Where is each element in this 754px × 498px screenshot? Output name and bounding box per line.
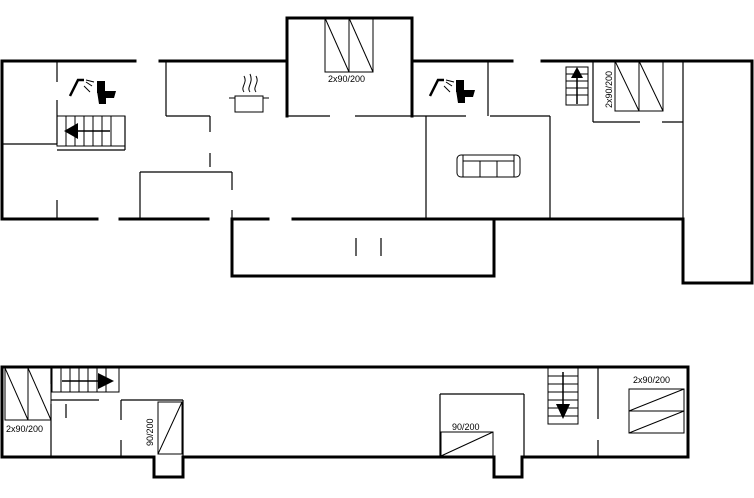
stair-right-arrow-icon: [62, 373, 114, 389]
first-floor-plan: 2x90/200 90/200 90/200: [0, 365, 690, 479]
double-bed-icon: [324, 17, 374, 73]
double-bed-icon: [4, 367, 52, 421]
bed-label: 2x90/200: [6, 424, 43, 434]
single-bed-icon: [157, 401, 183, 455]
bed-label: 2x90/200: [633, 375, 670, 385]
first-floor-outer-walls: [0, 365, 690, 479]
toilet-icon: [97, 81, 116, 104]
stairs: [51, 367, 120, 393]
bed-label: 2x90/200: [328, 74, 365, 84]
single-bed-icon: [440, 431, 494, 457]
bed-label: 2x90/200: [604, 71, 614, 108]
stair-up-arrow-icon: [571, 67, 583, 104]
bed-label: 90/200: [145, 418, 155, 446]
sofa-icon: [456, 154, 521, 178]
double-bed-icon: [614, 60, 664, 112]
toilet-icon: [456, 80, 475, 103]
shower-icon: [68, 78, 95, 97]
first-floor-interior-walls: [50, 367, 599, 457]
double-bed-icon: [628, 388, 685, 434]
shower-icon: [428, 78, 455, 97]
stair-down-arrow-icon: [64, 123, 110, 139]
ground-floor-plan: 2x90/200 2x90/200: [0, 16, 754, 285]
bed-label: 90/200: [452, 422, 480, 432]
stair-down-arrow-icon: [556, 372, 570, 419]
kitchen-pot-icon: [229, 73, 269, 113]
